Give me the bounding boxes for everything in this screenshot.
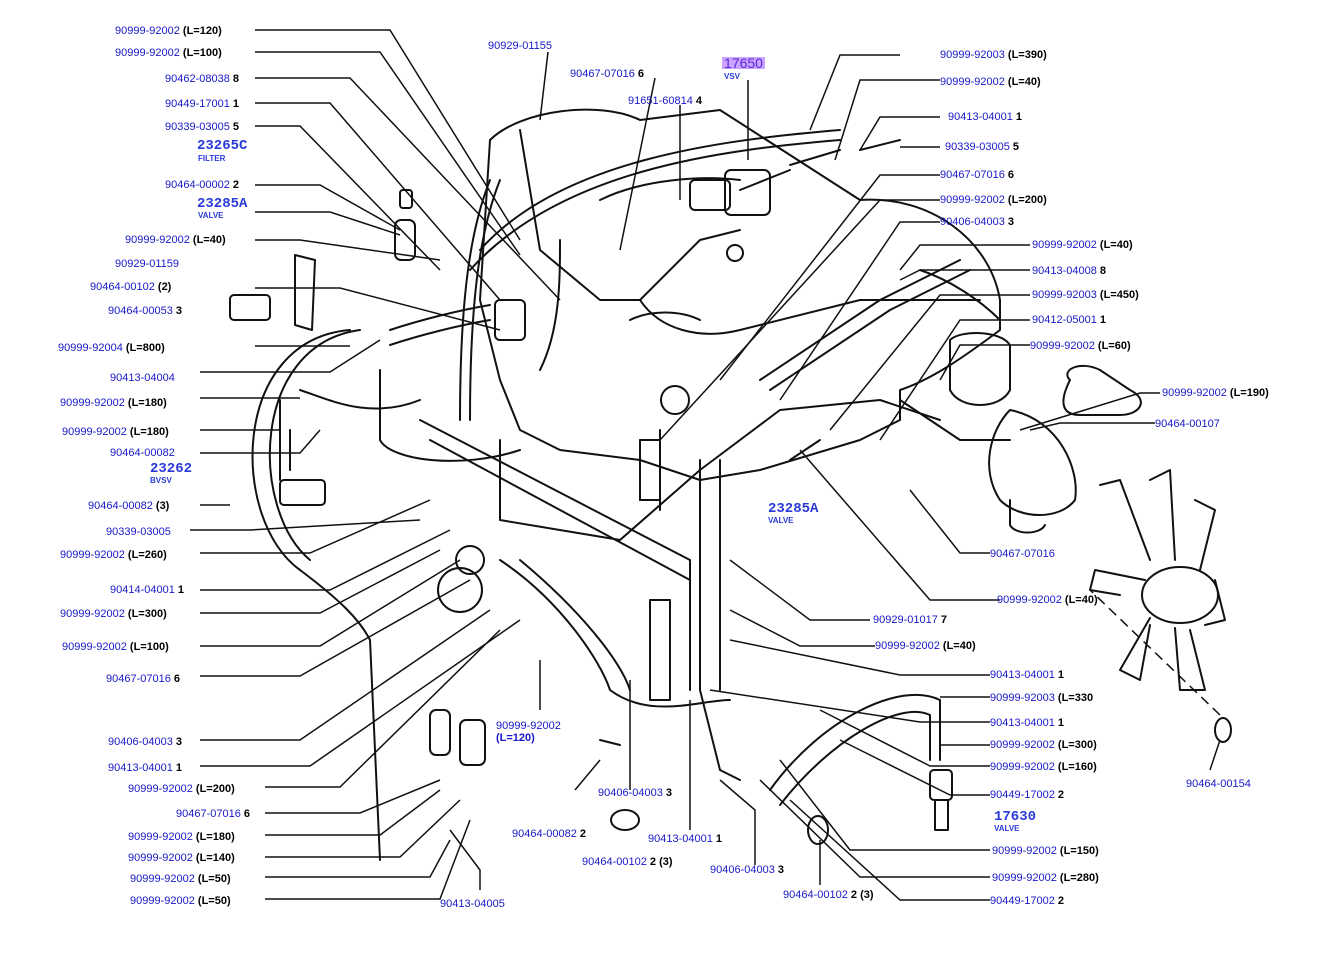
part-90929-01017[interactable]: 90929-01017 7 — [873, 614, 948, 626]
part-23265c-filter[interactable]: 23265C — [197, 138, 248, 154]
part-90467-07016-left-b[interactable]: 90467-07016 6 — [176, 808, 251, 820]
bvsv-caption: BVSV — [150, 476, 172, 485]
reservoir-tank — [949, 332, 1011, 406]
part-90414-04001[interactable]: 90414-04001 1 — [110, 584, 185, 596]
vsv-valve-body — [724, 169, 771, 216]
part-17650-vsv[interactable]: 17650 — [722, 55, 765, 71]
vsv-caption: VSV — [724, 72, 741, 81]
part-90999-92002-l260[interactable]: 90999-92002 (L=260) — [60, 549, 167, 561]
part-90999-92002-l280[interactable]: 90999-92002 (L=280) — [992, 872, 1099, 884]
part-90464-00102-left[interactable]: 90464-00102 (2) — [90, 281, 172, 293]
part-90999-92002-l180-b[interactable]: 90999-92002 (L=180) — [62, 426, 169, 438]
part-90339-03005[interactable]: 90339-03005 5 — [165, 121, 240, 133]
part-90999-92002-l40-r1[interactable]: 90999-92002 (L=40) — [940, 76, 1041, 88]
part-90406-04003-left[interactable]: 90406-04003 3 — [108, 736, 183, 748]
part-90999-92002-l40-left[interactable]: 90999-92002 (L=40) — [125, 234, 226, 246]
part-90464-00002[interactable]: 90464-00002 2 — [165, 179, 240, 191]
part-90999-92003-l450[interactable]: 90999-92003 (L=450) — [1032, 289, 1139, 301]
part-90413-04005[interactable]: 90413-04005 — [440, 898, 505, 910]
part-23262-bvsv[interactable]: 23262 — [150, 461, 193, 477]
part-90999-92002-l120-center[interactable]: 90999-92002(L=120) — [496, 720, 561, 744]
part-90449-17002-b[interactable]: 90449-17002 2 — [990, 895, 1065, 907]
part-90413-04001-left[interactable]: 90413-04001 1 — [108, 762, 183, 774]
part-90406-04003-center[interactable]: 90406-04003 3 — [598, 787, 673, 799]
part-90999-92002-l190[interactable]: 90999-92002 (L=190) — [1162, 387, 1269, 399]
part-90406-04003-right[interactable]: 90406-04003 3 — [940, 216, 1015, 228]
part-90464-00082-a[interactable]: 90464-00082 — [110, 447, 175, 459]
valve-caption-left: VALVE — [198, 211, 224, 220]
part-90462-08038[interactable]: 90462-08038 8 — [165, 73, 240, 85]
part-17630-valve[interactable]: 17630 — [994, 809, 1037, 825]
part-90467-07016-top[interactable]: 90467-07016 6 — [570, 68, 645, 80]
part-90412-05001[interactable]: 90412-05001 1 — [1032, 314, 1107, 326]
part-90406-04003-center-b[interactable]: 90406-04003 3 — [710, 864, 785, 876]
part-90464-00082-center[interactable]: 90464-00082 2 — [512, 828, 587, 840]
part-90449-17001[interactable]: 90449-17001 1 — [165, 98, 240, 110]
part-91651-60814[interactable]: 91651-60814 4 — [628, 95, 703, 107]
part-90929-01155[interactable]: 90929-01155 — [488, 40, 553, 52]
part-90413-04004[interactable]: 90413-04004 — [110, 372, 175, 384]
part-90467-07016-right[interactable]: 90467-07016 6 — [940, 169, 1015, 181]
part-90999-92002-l120[interactable]: 90999-92002 (L=120) — [115, 25, 222, 37]
part-90464-00102-center[interactable]: 90464-00102 2 (3) — [582, 856, 673, 868]
part-90467-07016-left[interactable]: 90467-07016 6 — [106, 673, 181, 685]
part-90413-04001-r3[interactable]: 90413-04001 1 — [990, 717, 1065, 729]
part-90999-92002-l40-r4[interactable]: 90999-92002 (L=40) — [875, 640, 976, 652]
bvsv-body — [279, 479, 326, 506]
valve-17630-caption: VALVE — [994, 824, 1020, 833]
part-90999-92002-l100[interactable]: 90999-92002 (L=100) — [115, 47, 222, 59]
part-90999-92002-l180-c[interactable]: 90999-92002 (L=180) — [128, 831, 235, 843]
part-90449-17002-a[interactable]: 90449-17002 2 — [990, 789, 1065, 801]
part-23285a-valve-left[interactable]: 23285A — [197, 196, 248, 212]
cooling-fan — [1089, 469, 1226, 691]
valve-17630-body — [929, 769, 953, 801]
part-90464-00154[interactable]: 90464-00154 — [1186, 778, 1251, 790]
part-90999-92002-l50-a[interactable]: 90999-92002 (L=50) — [130, 873, 231, 885]
filter-body — [394, 219, 416, 261]
part-90467-07016-right-b[interactable]: 90467-07016 — [990, 548, 1055, 560]
part-90464-00107[interactable]: 90464-00107 — [1155, 418, 1220, 430]
bracket — [294, 254, 316, 331]
part-90999-92002-l200-left[interactable]: 90999-92002 (L=200) — [128, 783, 235, 795]
valve-caption-center: VALVE — [768, 516, 794, 525]
part-90999-92002-l50-b[interactable]: 90999-92002 (L=50) — [130, 895, 231, 907]
vsv-nut — [726, 244, 744, 262]
part-90413-04001-r2[interactable]: 90413-04001 1 — [990, 669, 1065, 681]
part-90464-00053[interactable]: 90464-00053 3 — [108, 305, 183, 317]
part-90999-92002-l200-right[interactable]: 90999-92002 (L=200) — [940, 194, 1047, 206]
part-90413-04008[interactable]: 90413-04008 8 — [1032, 265, 1107, 277]
part-90999-92002-l140[interactable]: 90999-92002 (L=140) — [128, 852, 235, 864]
part-90999-92002-l100-b[interactable]: 90999-92002 (L=100) — [62, 641, 169, 653]
part-90339-03005-b[interactable]: 90339-03005 — [106, 526, 171, 538]
part-90999-92002-l180-a[interactable]: 90999-92002 (L=180) — [60, 397, 167, 409]
part-90999-92003-l330[interactable]: 90999-92003 (L=330 — [990, 692, 1094, 704]
part-23285a-valve-center[interactable]: 23285A — [768, 501, 819, 517]
part-90999-92002-l160[interactable]: 90999-92002 (L=160) — [990, 761, 1097, 773]
part-90999-92003-l390[interactable]: 90999-92003 (L=390) — [940, 49, 1047, 61]
part-90413-04001-r1[interactable]: 90413-04001 1 — [948, 111, 1023, 123]
part-90413-04001-center[interactable]: 90413-04001 1 — [648, 833, 723, 845]
part-90999-92002-l300-right[interactable]: 90999-92002 (L=300) — [990, 739, 1097, 751]
part-90339-03005-right[interactable]: 90339-03005 5 — [945, 141, 1020, 153]
part-90999-92002-l40-r3[interactable]: 90999-92002 (L=40) — [997, 594, 1098, 606]
part-90999-92002-l60[interactable]: 90999-92002 (L=60) — [1030, 340, 1131, 352]
part-90999-92002-l150[interactable]: 90999-92002 (L=150) — [992, 845, 1099, 857]
part-90999-92002-l300-left[interactable]: 90999-92002 (L=300) — [60, 608, 167, 620]
part-90464-00082-b[interactable]: 90464-00082 (3) — [88, 500, 170, 512]
part-90464-00102-center-b[interactable]: 90464-00102 2 (3) — [783, 889, 874, 901]
part-90999-92002-l40-r2[interactable]: 90999-92002 (L=40) — [1032, 239, 1133, 251]
part-90999-92004-l800[interactable]: 90999-92004 (L=800) — [58, 342, 165, 354]
part-90929-01159[interactable]: 90929-01159 — [115, 258, 180, 270]
filter-caption: FILTER — [198, 154, 226, 163]
